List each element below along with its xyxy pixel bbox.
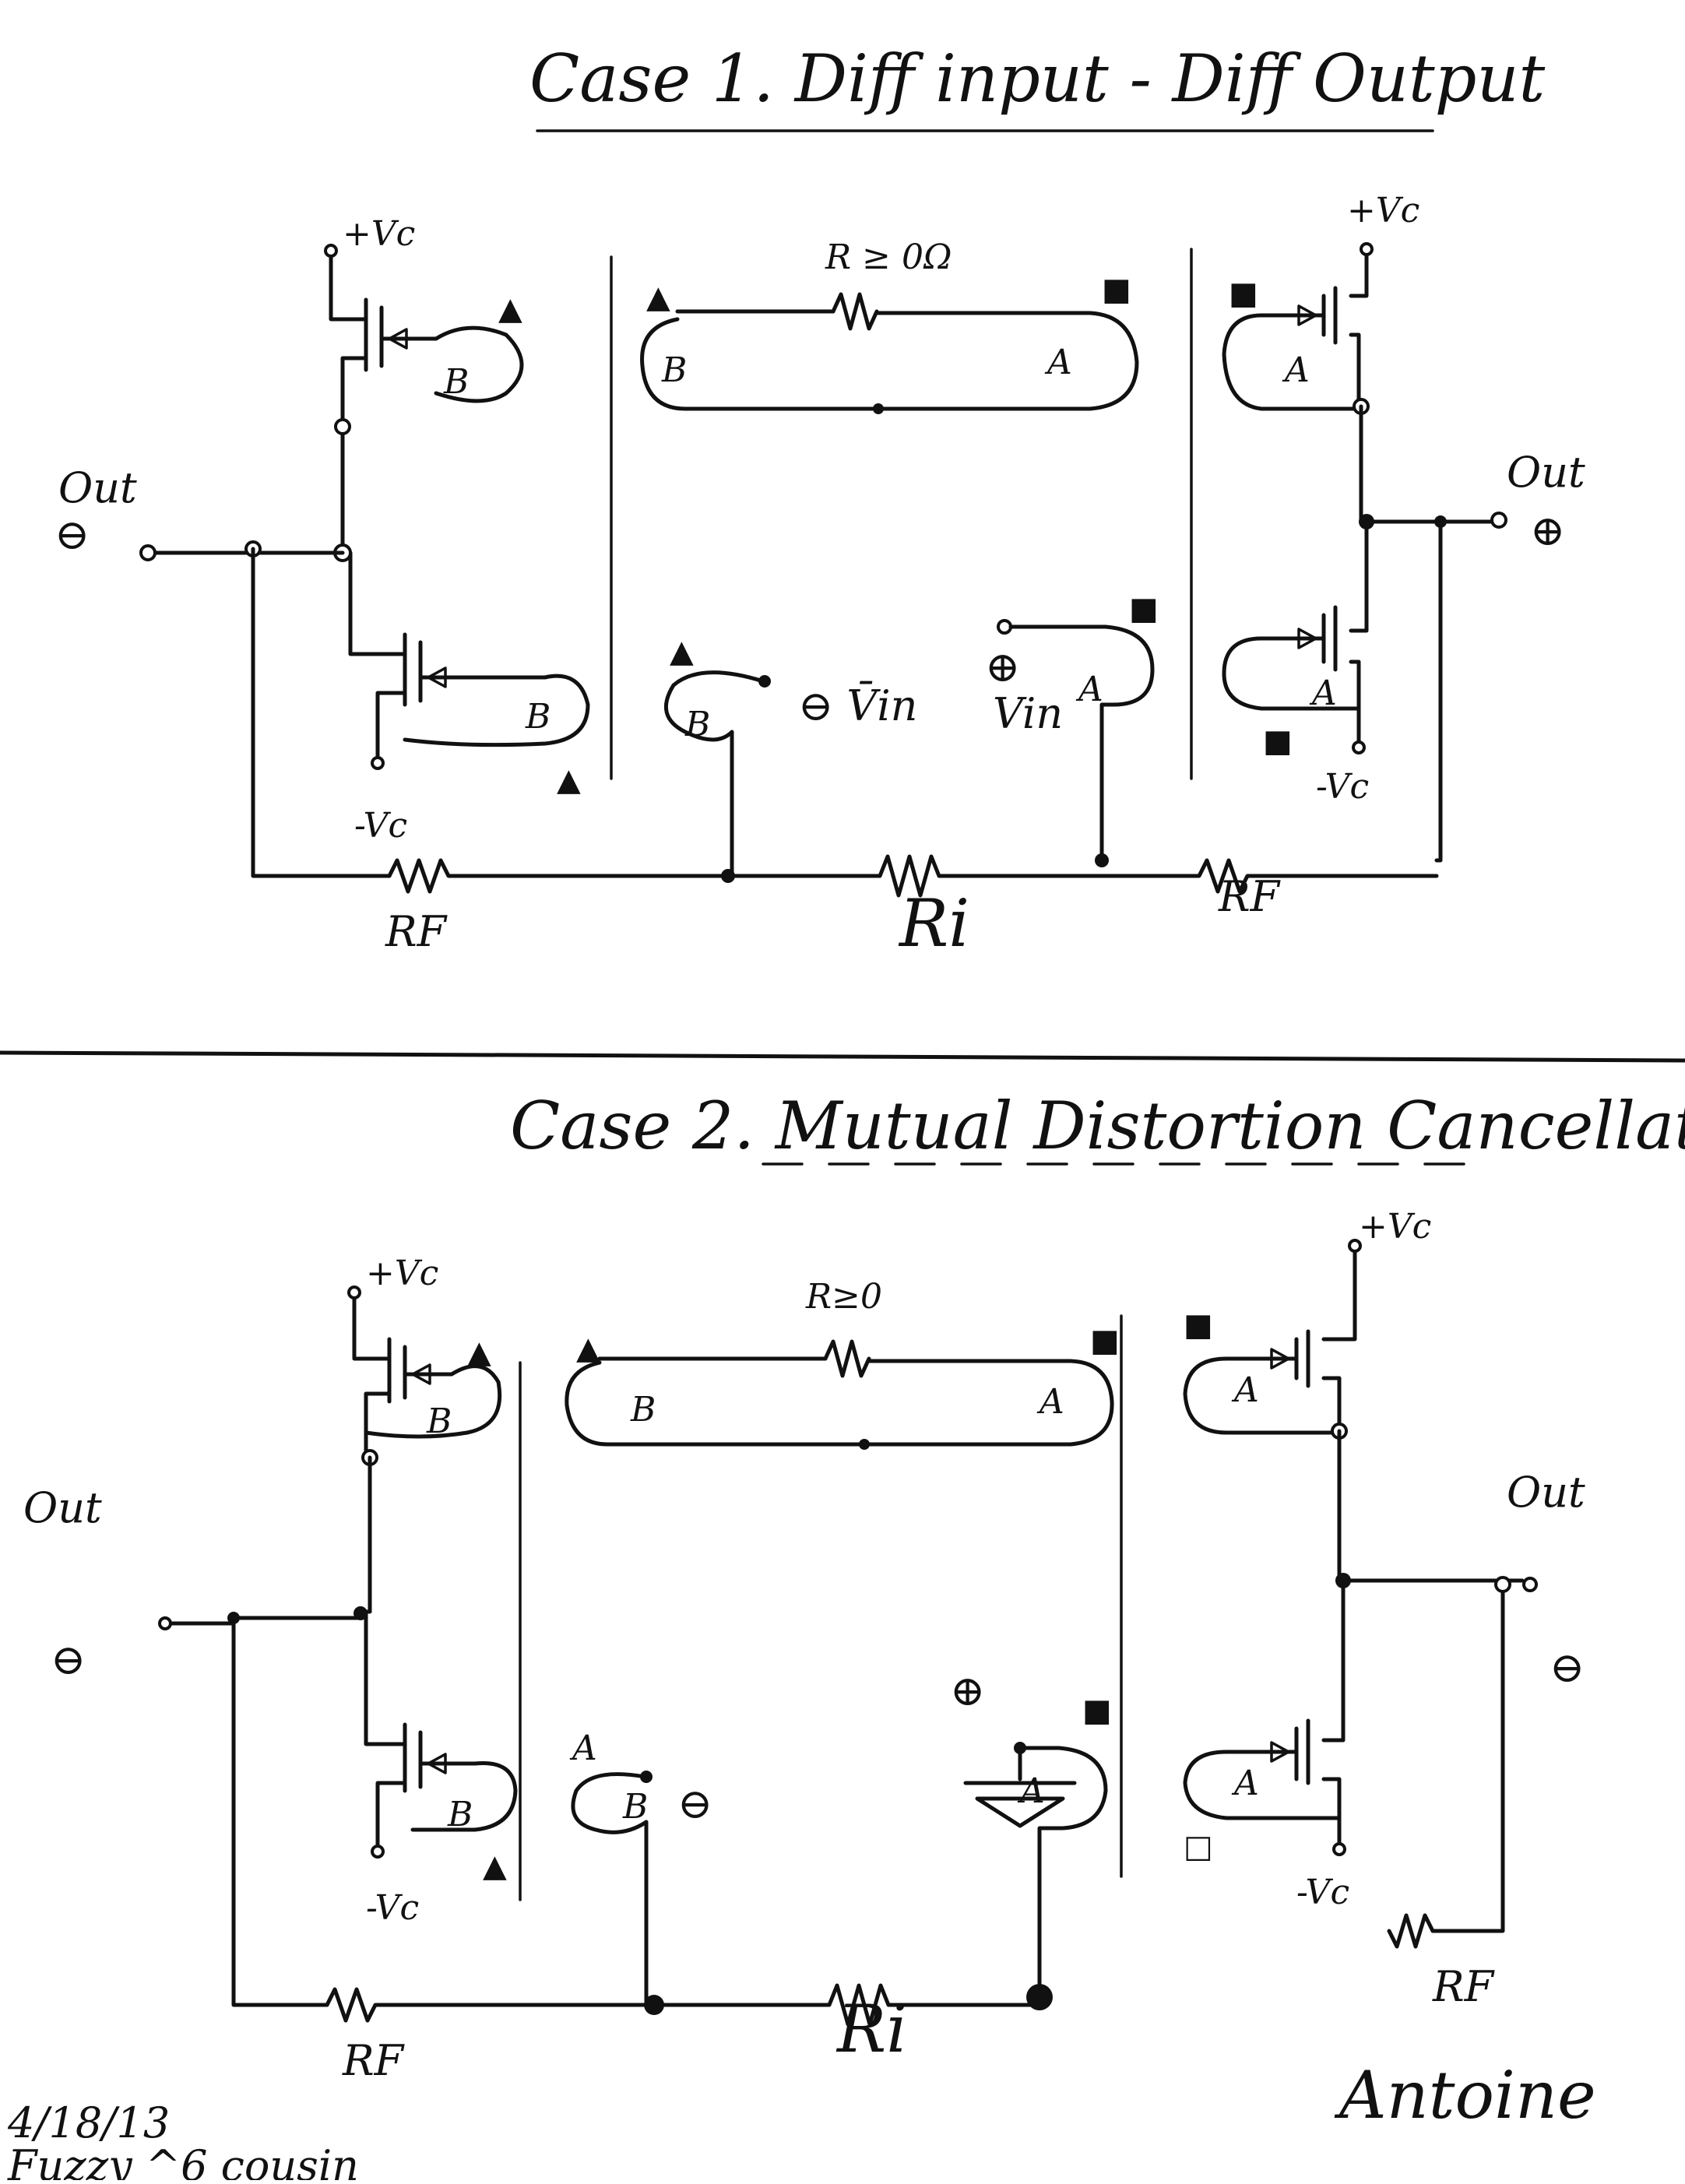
footer-notes: 4/18/13 Fuzzy ^6 cousin Antoine	[7, 2057, 1596, 2184]
case1-left-output: Out ⊖	[55, 418, 392, 878]
case1-vc-minus-left: -Vc	[354, 806, 407, 846]
case1-out-plus-label: Out	[1507, 448, 1585, 497]
case2-resistor-top: R≥0	[805, 1277, 882, 1317]
case1-resistor-top: R ≥ 0Ω	[825, 237, 952, 277]
case2-coil-a-label-3: A	[1017, 1771, 1045, 1811]
case2-minus-sign: ⊖	[677, 1779, 712, 1828]
case2-title: Case 2. Mutual Distortion Cancellation	[510, 1088, 1685, 1164]
case1-coil-a-label-4: A	[1309, 673, 1337, 713]
case2-rf-left: RF	[342, 2036, 406, 2085]
case1-square-marker-3: ■	[1229, 276, 1258, 311]
case-divider	[0, 1050, 1685, 1063]
case2-coil-a-label-2: A	[569, 1729, 597, 1768]
case2-coil-b-label-3: B	[630, 1390, 656, 1430]
case2-vc-plus-left: +Vc	[366, 1254, 438, 1293]
case2-coil-a-label-5: A	[1231, 1764, 1259, 1803]
case2-left-bottom-transistor: B -Vc ▲	[364, 1455, 518, 1928]
case1-vc-plus-right: +Vc	[1347, 191, 1419, 230]
case2-vc-minus-left: -Vc	[366, 1888, 419, 1928]
case2-coil-a-label-4: A	[1231, 1370, 1259, 1410]
case1-out-minus-label: Out	[58, 463, 137, 512]
footer-note: Fuzzy ^6 cousin	[7, 2141, 359, 2180]
case1-right-output: Out ⊕	[1359, 448, 1585, 863]
case2-out-left-label: Out	[23, 1483, 102, 1532]
case1-feedback-network: RF Ri RF	[385, 853, 1439, 962]
case1-out-plus-sign: ⊕	[1530, 506, 1565, 555]
case2-square-marker-3: ■	[1184, 1307, 1213, 1343]
case1-coil-a-label-1: A	[1044, 343, 1072, 382]
case1-left-bottom-transistor: B -Vc ▲	[348, 550, 590, 846]
case1-title: Case 1. Diff input - Diff Output	[529, 40, 1546, 117]
case2-left-top-transistor: B +Vc ▲	[347, 1254, 502, 1466]
case2-triangle-marker-1: ▲	[467, 1335, 491, 1370]
case2-coil-b-label-2: B	[447, 1795, 473, 1834]
case2-square-marker-2: ■	[1082, 1693, 1112, 1729]
case2-out-right-label: Out	[1507, 1468, 1585, 1517]
case2-right-output: Out ⊖	[1335, 1468, 1585, 1692]
case1-triangle-marker-2: ▲	[557, 762, 581, 798]
case2-ri: Ri	[835, 1991, 907, 2067]
case2-vc-plus-right: +Vc	[1359, 1207, 1431, 1247]
case1-triangle-marker-3: ▲	[646, 280, 670, 315]
case2-coil-b-label-1: B	[426, 1401, 452, 1441]
case1-ri: Ri	[898, 885, 969, 962]
case1-left-top-transistor: B +Vc ▲	[324, 214, 524, 429]
case2-out-left-sign: ⊖	[51, 1635, 86, 1684]
case1-vc-minus-right: -Vc	[1316, 767, 1369, 807]
case1-coil-a-label-2: A	[1075, 670, 1103, 709]
case2-out-right-sign: ⊖	[1550, 1643, 1585, 1692]
case1-rf-left: RF	[385, 907, 449, 956]
case2-rf-right: RF	[1432, 1962, 1496, 2011]
case1-coil-b-label-3: B	[661, 350, 687, 390]
case2-open-square-marker: □	[1184, 1829, 1213, 1865]
case2-vc-minus-right: -Vc	[1296, 1873, 1349, 1912]
case1-coil-b-label-4: B	[684, 705, 710, 744]
case2-coil-b-label-4: B	[622, 1787, 648, 1827]
case1-vin-plus: Vin	[993, 689, 1063, 738]
case2-feedback-network: RF Ri RF	[325, 1586, 1505, 2085]
case2-right-top-transistor: A +Vc ■	[1183, 1207, 1431, 1440]
case1-vc-plus-left: +Vc	[343, 214, 415, 254]
case1-square-marker-1: ■	[1102, 272, 1131, 308]
case1-triangle-marker-1: ▲	[498, 291, 522, 327]
case1-out-minus-sign: ⊖	[55, 510, 90, 559]
case1-triangle-marker-4: ▲	[670, 634, 694, 670]
case1-right-bottom-transistor: A -Vc ■	[1222, 404, 1369, 807]
case2-coil-a-label-1: A	[1036, 1382, 1064, 1422]
case1-coil-a-label-3: A	[1282, 350, 1310, 390]
case2-square-marker-1: ■	[1090, 1323, 1120, 1359]
case2-middle-coil: B A R≥0 ▲ ■	[565, 1277, 1120, 1450]
case1-diagram: Case 1. Diff input - Diff Output B +Vc ▲…	[55, 40, 1585, 962]
case1-square-marker-2: ■	[1129, 591, 1159, 627]
case2-diagram: Case 2. Mutual Distortion Cancellation B…	[23, 1088, 1685, 2085]
case1-vin-minus: ⊖ V̄in	[798, 681, 917, 730]
case2-right-bottom-transistor: A -Vc □	[1183, 1429, 1349, 1912]
case1-inputs: B ⊖ V̄in ▲ A ⊕ Vin ■	[663, 591, 1159, 878]
case1-middle-coil: B A R ≥ 0Ω ▲ ■	[640, 237, 1139, 414]
footer-signature: Antoine	[1334, 2057, 1596, 2133]
case1-vin-plus-sign: ⊕	[985, 642, 1020, 691]
case1-coil-b-label-2: B	[525, 697, 551, 737]
case2-triangle-marker-3: ▲	[576, 1331, 600, 1366]
case2-plus-sign: ⊕	[950, 1666, 985, 1715]
case1-coil-b-label-1: B	[443, 362, 469, 402]
case2-inputs: B ⊖ A ⊕ A ■	[569, 1666, 1112, 2007]
case2-left-output: Out ⊖	[23, 1483, 368, 2007]
case2-triangle-marker-2: ▲	[483, 1848, 507, 1884]
footer-date: 4/18/13	[7, 2098, 170, 2147]
case1-right-top-transistor: A +Vc ■	[1222, 191, 1419, 415]
case1-square-marker-4: ■	[1263, 723, 1293, 759]
case1-rf-right: RF	[1218, 872, 1282, 921]
